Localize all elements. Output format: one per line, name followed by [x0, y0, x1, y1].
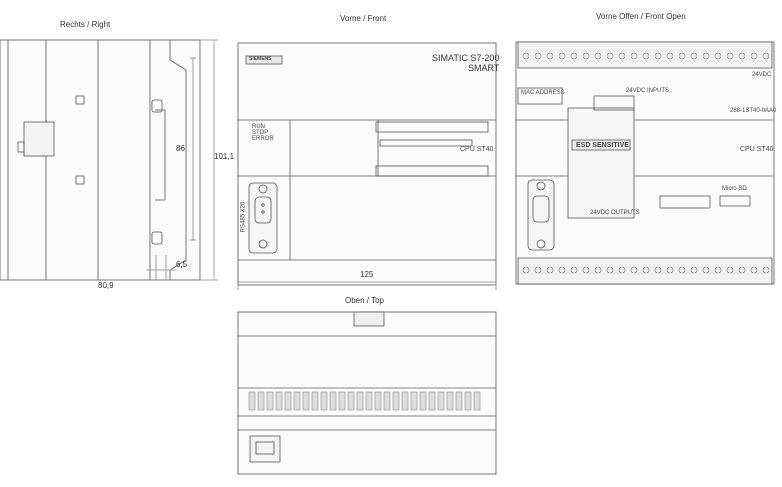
rs485-port-label: RS485 X20: [240, 201, 247, 233]
dim-offset: 6,5: [176, 260, 188, 269]
front-view-title: Vorne / Front: [340, 14, 387, 23]
top-view-title: Oben / Top: [345, 296, 384, 305]
side-view: [0, 39, 218, 281]
dim-height-total: 101,1: [214, 152, 235, 161]
outputs-label: 24VDC OUTPUTS: [590, 210, 640, 216]
order-number: 288-1ST40-0AA0: [730, 108, 777, 114]
device-name-line2: SMART: [468, 63, 500, 73]
sd-slot-label: Micro SD: [722, 186, 747, 192]
led-error: ERROR: [252, 136, 274, 142]
front-open-view: [515, 41, 775, 285]
cpu-model: CPU ST40: [460, 146, 494, 153]
cpu-model-open: CPU ST40: [740, 146, 774, 153]
supply-label: 24VDC: [752, 72, 772, 78]
device-name-line1: SIMATIC S7-200: [432, 53, 500, 63]
inputs-label: 24VDC INPUTS: [626, 88, 670, 94]
dim-height-inner: 86: [176, 144, 185, 153]
dim-depth: 80,9: [98, 281, 114, 290]
front-open-view-title: Vorne Offen / Front Open: [596, 12, 686, 21]
side-view-title: Rechts / Right: [60, 20, 111, 29]
mac-label: MAC ADDRESS: [521, 90, 565, 96]
brand-logo: SIEMENS: [249, 56, 272, 62]
front-view: [237, 42, 497, 290]
led-run: RUN: [252, 124, 265, 130]
dim-width: 125: [360, 270, 374, 279]
esd-label: ESD SENSITIVE: [576, 142, 629, 149]
led-stop: STOP: [252, 130, 269, 136]
